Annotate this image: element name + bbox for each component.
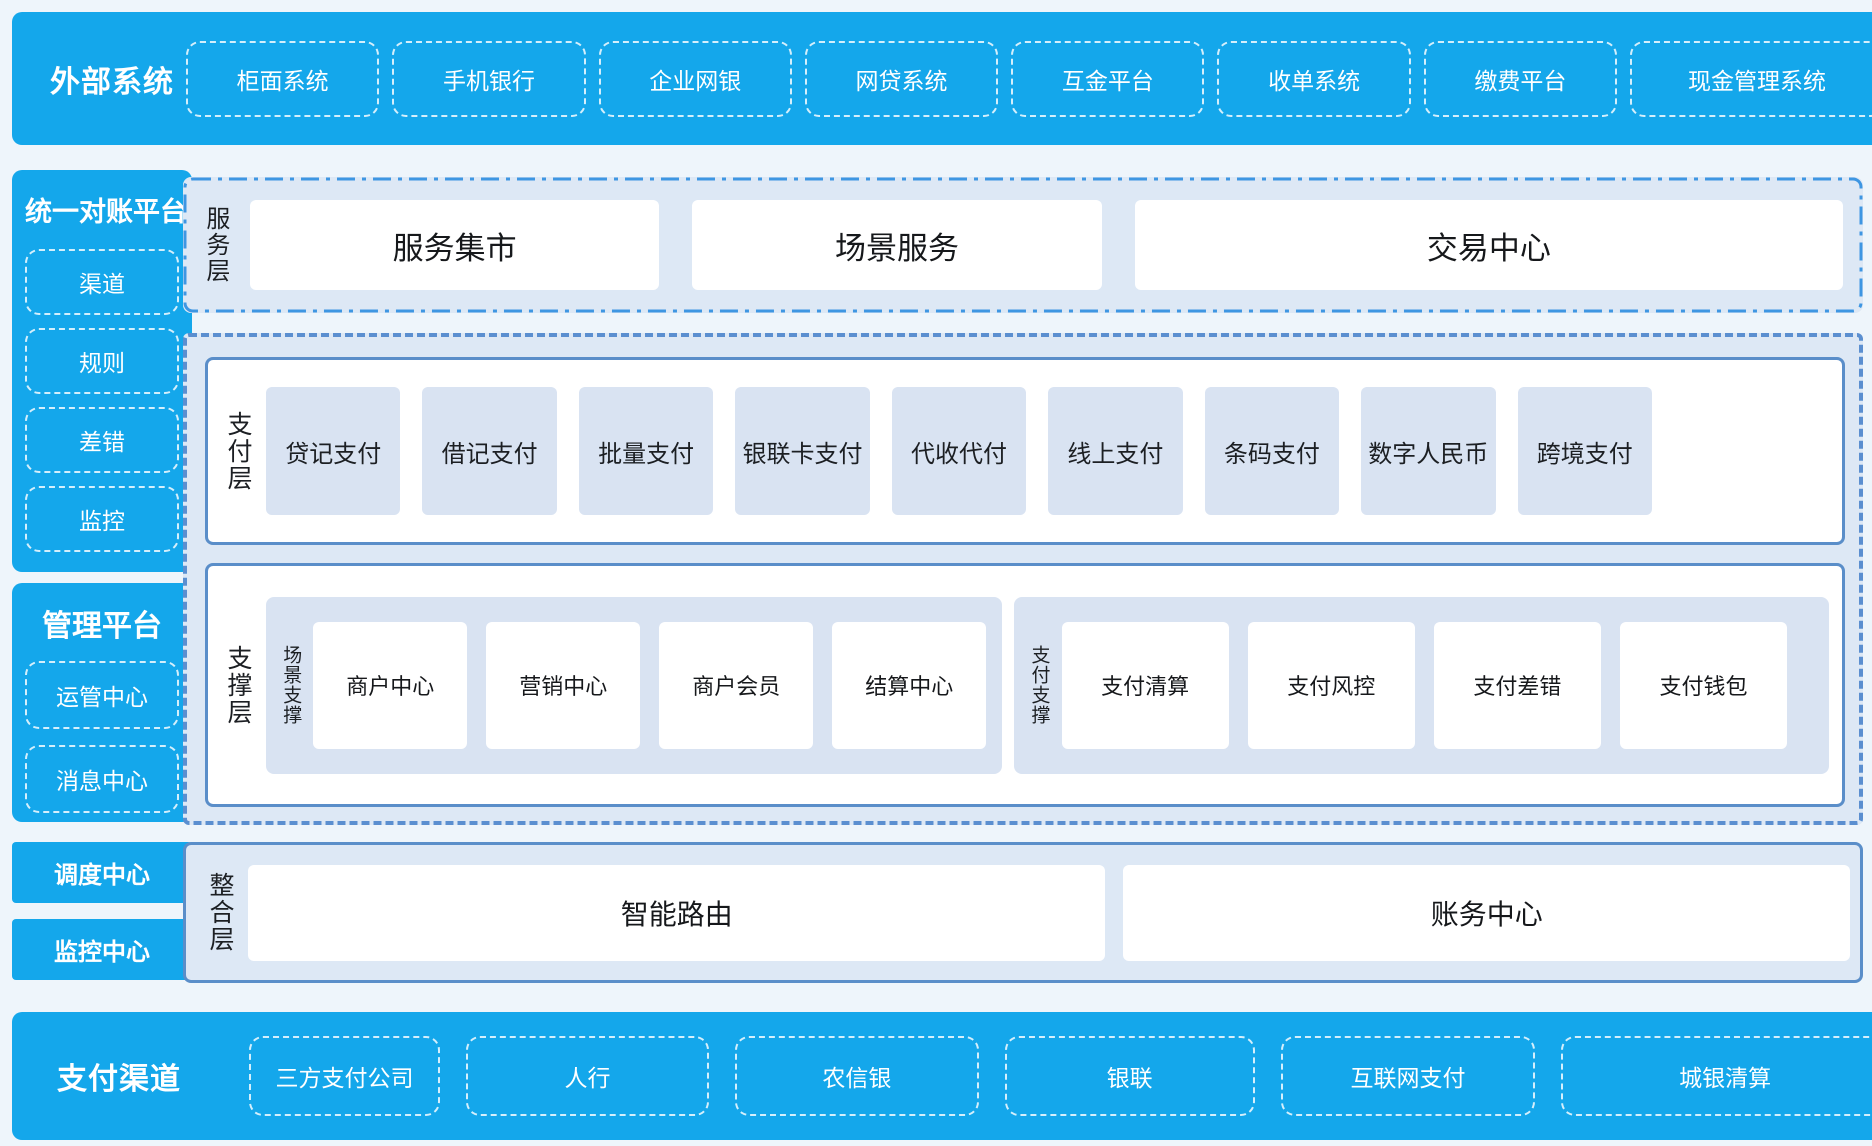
payment-item: 贷记支付 (266, 387, 400, 515)
payment-item: 线上支付 (1048, 387, 1182, 515)
scene-support-item: 结算中心 (832, 622, 986, 749)
external-system-item: 网贷系统 (805, 41, 998, 117)
service-item: 服务集市 (250, 200, 659, 290)
payment-item: 代收代付 (892, 387, 1026, 515)
payment-channel-item: 三方支付公司 (249, 1036, 440, 1116)
external-system-item: 收单系统 (1217, 41, 1410, 117)
service-layer-label: 服务层 (201, 206, 228, 284)
payment-channel-item: 银联 (1005, 1036, 1255, 1116)
scene-support-item: 商户会员 (659, 622, 813, 749)
scene-support-items: 商户中心 营销中心 商户会员 结算中心 (313, 622, 986, 749)
integration-layer-label: 整合层 (206, 872, 234, 953)
service-item: 场景服务 (692, 200, 1101, 290)
payment-item: 借记支付 (422, 387, 556, 515)
external-systems-items: 柜面系统 手机银行 企业网银 网贷系统 互金平台 收单系统 缴费平台 现金管理系… (186, 41, 1872, 117)
payment-support-item: 支付差错 (1434, 622, 1601, 749)
payment-channel-item: 人行 (466, 1036, 709, 1116)
payment-item: 银联卡支付 (735, 387, 869, 515)
external-system-item: 现金管理系统 (1630, 41, 1872, 117)
payment-item: 批量支付 (579, 387, 713, 515)
scene-support-group: 场景支撑 商户中心 营销中心 商户会员 结算中心 (266, 597, 1002, 774)
reconciliation-item: 监控 (25, 486, 179, 552)
payment-layer-label: 支付层 (224, 411, 252, 492)
payment-support-item: 支付钱包 (1620, 622, 1787, 749)
payment-layer: 支付层 贷记支付 借记支付 批量支付 银联卡支付 代收代付 线上支付 条码支付 … (205, 357, 1845, 545)
external-system-item: 柜面系统 (186, 41, 379, 117)
payment-item: 数字人民币 (1361, 387, 1495, 515)
management-item: 消息中心 (25, 745, 179, 813)
service-layer: 服务层 服务集市 场景服务 交易中心 (183, 177, 1863, 313)
scene-support-item: 商户中心 (313, 622, 467, 749)
external-system-item: 互金平台 (1011, 41, 1204, 117)
external-system-item: 企业网银 (599, 41, 792, 117)
payment-support-group: 支付支撑 支付清算 支付风控 支付差错 支付钱包 (1014, 597, 1829, 774)
reconciliation-item: 差错 (25, 407, 179, 473)
integration-item: 账务中心 (1123, 865, 1850, 961)
service-layer-items: 服务集市 场景服务 交易中心 (250, 200, 1843, 290)
integration-item: 智能路由 (248, 865, 1105, 961)
service-item: 交易中心 (1135, 200, 1843, 290)
payment-support-item: 支付风控 (1248, 622, 1415, 749)
support-layer: 支撑层 场景支撑 商户中心 营销中心 商户会员 结算中心 支付支撑 支付清算 支… (205, 563, 1845, 807)
external-system-item: 缴费平台 (1424, 41, 1617, 117)
support-layer-groups: 场景支撑 商户中心 营销中心 商户会员 结算中心 支付支撑 支付清算 支付风控 … (266, 597, 1829, 774)
dispatch-center-box: 调度中心 (12, 842, 192, 903)
payment-support-items: 支付清算 支付风控 支付差错 支付钱包 (1062, 622, 1787, 749)
management-platform-panel: 管理平台 运管中心 消息中心 (12, 583, 192, 822)
payment-item: 条码支付 (1205, 387, 1339, 515)
payment-support-label: 支付支撑 (1028, 645, 1049, 725)
support-layer-label: 支撑层 (224, 645, 252, 726)
payment-channel-item: 农信银 (735, 1036, 978, 1116)
reconciliation-platform-title: 统一对账平台 (25, 190, 179, 229)
reconciliation-platform-panel: 统一对账平台 渠道 规则 差错 监控 (12, 170, 192, 572)
management-item: 运管中心 (25, 661, 179, 729)
monitor-center-box: 监控中心 (12, 919, 192, 980)
payment-channels-bar: 支付渠道 三方支付公司 人行 农信银 银联 互联网支付 城银清算 (12, 1012, 1872, 1140)
external-systems-bar: 外部系统 柜面系统 手机银行 企业网银 网贷系统 互金平台 收单系统 缴费平台 … (12, 12, 1872, 145)
payment-item: 跨境支付 (1518, 387, 1652, 515)
payment-support-item: 支付清算 (1062, 622, 1229, 749)
external-systems-label: 外部系统 (50, 57, 172, 101)
reconciliation-item: 规则 (25, 328, 179, 394)
integration-layer: 整合层 智能路由 账务中心 (183, 842, 1863, 983)
payment-channel-item: 互联网支付 (1281, 1036, 1536, 1116)
reconciliation-item: 渠道 (25, 249, 179, 315)
management-platform-title: 管理平台 (25, 601, 179, 645)
payment-channel-item: 城银清算 (1561, 1036, 1872, 1116)
external-system-item: 手机银行 (392, 41, 585, 117)
integration-layer-items: 智能路由 账务中心 (248, 865, 1850, 961)
scene-support-item: 营销中心 (486, 622, 640, 749)
payment-channel-items: 三方支付公司 人行 农信银 银联 互联网支付 城银清算 (249, 1036, 1872, 1116)
scene-support-label: 场景支撑 (280, 645, 301, 725)
payment-layer-items: 贷记支付 借记支付 批量支付 银联卡支付 代收代付 线上支付 条码支付 数字人民… (266, 387, 1652, 515)
payment-channels-label: 支付渠道 (57, 1054, 187, 1098)
